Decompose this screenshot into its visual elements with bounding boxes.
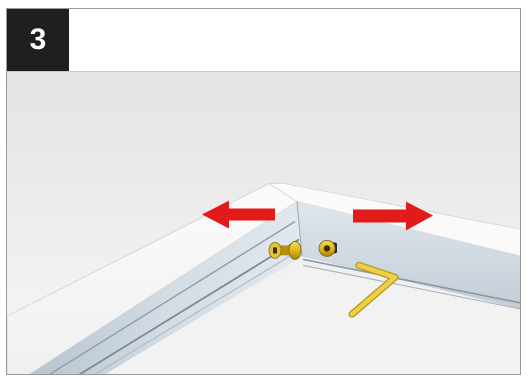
step-number-badge: 3 xyxy=(7,9,69,71)
frame-corner-render xyxy=(7,72,521,375)
instruction-panel: 3 xyxy=(6,8,521,375)
assembly-illustration xyxy=(7,71,521,375)
